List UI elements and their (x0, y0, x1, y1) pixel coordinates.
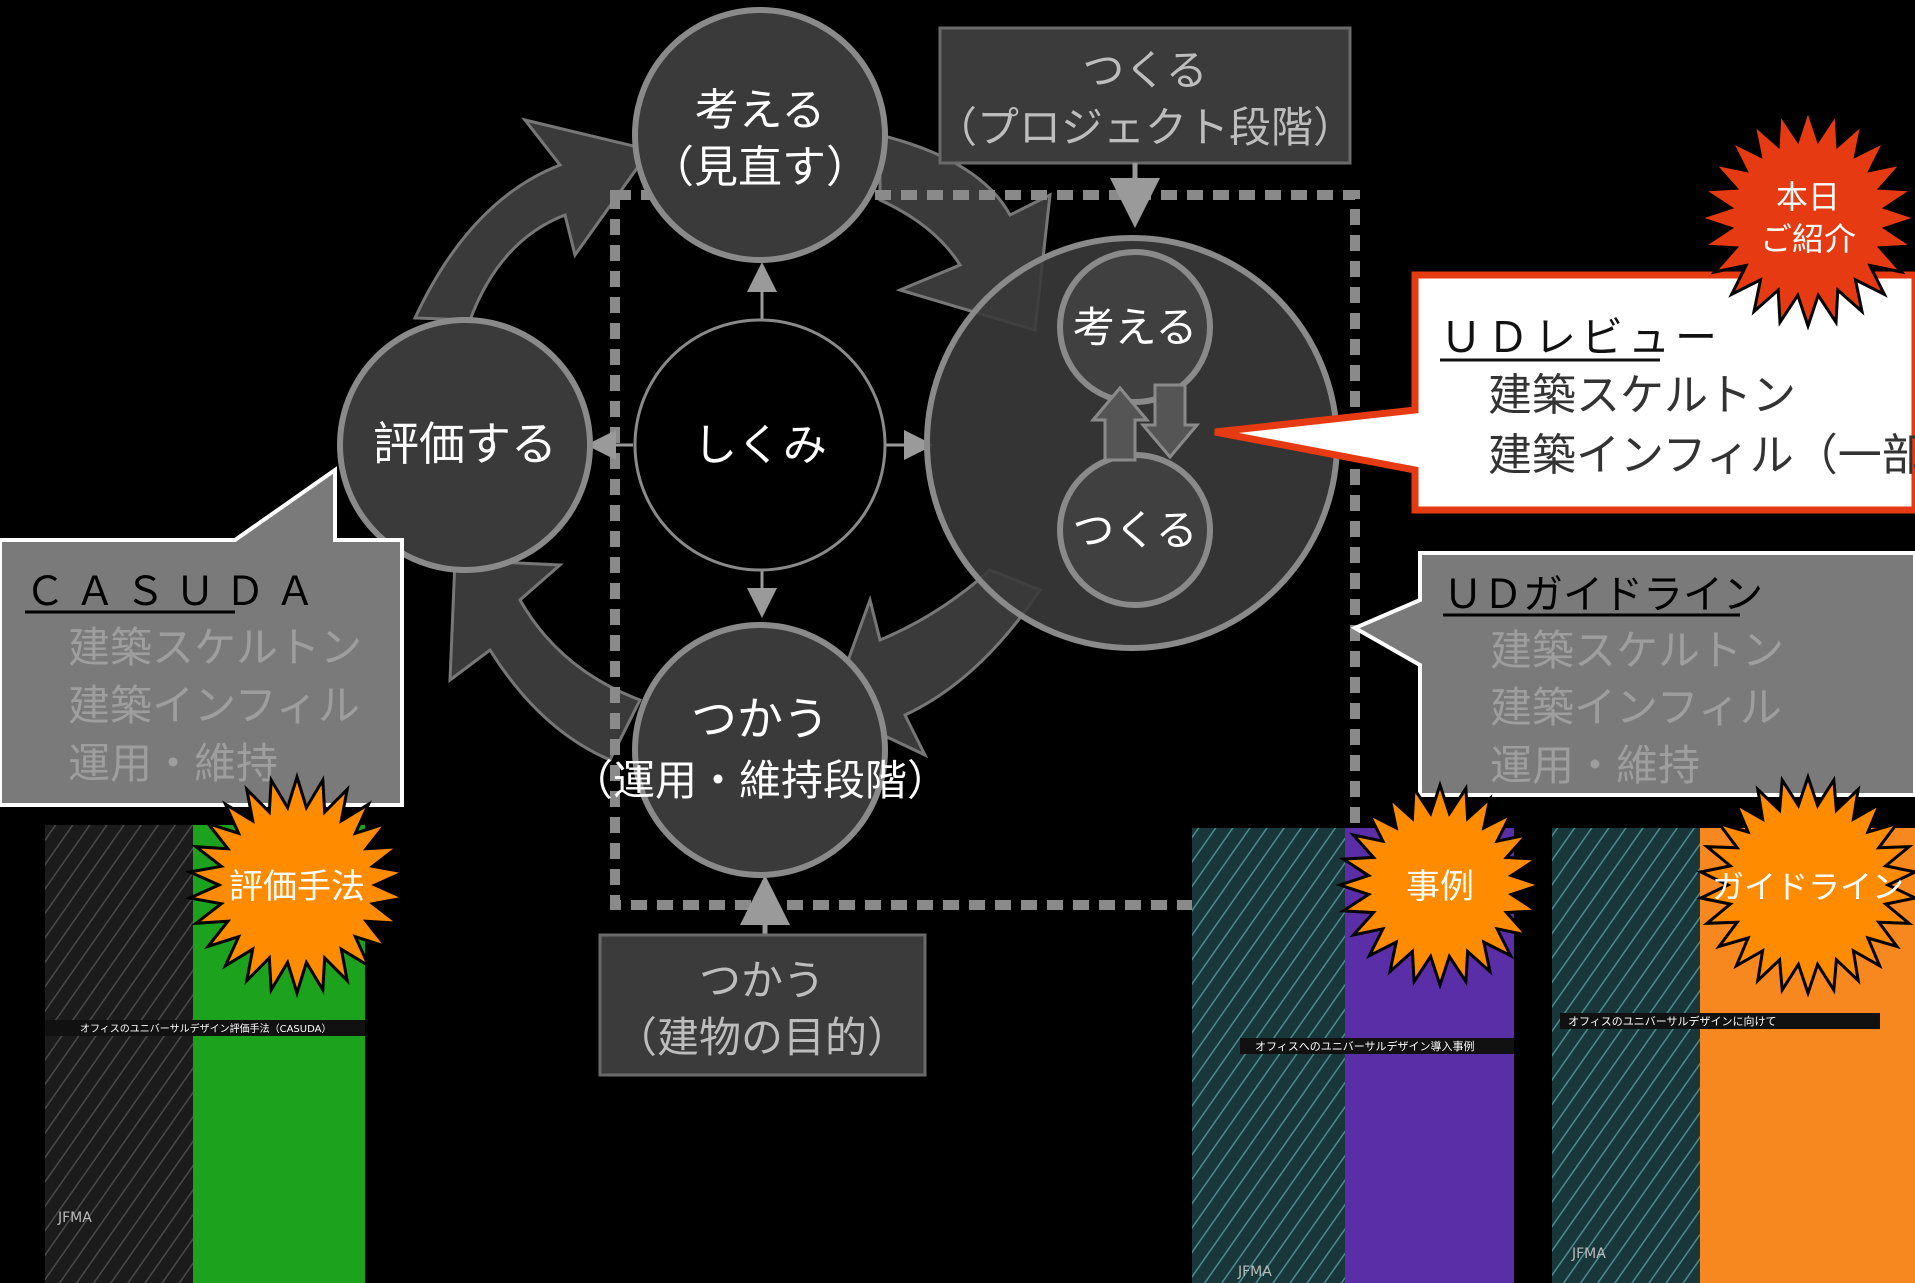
node-make-think-label: 考える (1073, 303, 1198, 352)
casuda-item-1: 建築スケルトン (68, 623, 362, 672)
ud-guideline-item-2: 建築インフィル (1490, 683, 1782, 732)
badge-guideline: ガイドライン (1696, 772, 1915, 998)
bottom-label-line2: （建物の目的） (615, 1013, 909, 1062)
node-think-review: 考える （見直す） (632, 7, 888, 263)
top-label-line2: （プロジェクト段階） (935, 103, 1355, 152)
casuda-item-3: 運用・維持 (68, 739, 278, 788)
node-think-review-line1: 考える (695, 85, 826, 136)
callout-ud-guideline: ＵＤガイドライン 建築スケルトン 建築インフィル 運用・維持 (1350, 551, 1915, 797)
book-guide-publisher: JFMA (1571, 1246, 1606, 1262)
callout-ud-review: ＵＤレビュー 建築スケルトン 建築インフィル（一部） (1214, 271, 1915, 514)
badge-case-label: 事例 (1406, 867, 1474, 907)
ud-review-item-2: 建築インフィル（一部） (1488, 430, 1915, 481)
node-center: しくみ (633, 318, 887, 572)
book-guide-title: オフィスのユニバーサルデザインに向けて (1568, 1014, 1777, 1028)
project-boundary (610, 190, 1360, 910)
casuda-title: ＣＡＳＵＤＡ (25, 569, 325, 615)
badge-today-line1: 本日 (1776, 178, 1840, 216)
node-evaluate-label: 評価する (373, 417, 557, 471)
bottom-label-box: つかう （建物の目的） (598, 875, 927, 1077)
node-use-operation: つかう （運用・維持段階） (571, 622, 949, 878)
node-use-line2: （運用・維持段階） (571, 756, 949, 805)
bottom-label-line1: つかう (699, 956, 825, 1005)
ud-guideline-item-1: 建築スケルトン (1490, 626, 1784, 675)
badge-case: 事例 (1335, 780, 1545, 990)
up-arrow-icon (1089, 385, 1151, 462)
node-think-review-line2: （見直す） (650, 142, 870, 193)
badge-method-label: 評価手法 (229, 867, 365, 907)
badge-today-line2: ご紹介 (1760, 220, 1856, 258)
book-casuda-publisher: JFMA (57, 1210, 92, 1226)
book-cases-title: オフィスへのユニバーサルデザイン導入事例 (1255, 1039, 1475, 1053)
top-label-line1: つくる (1082, 46, 1207, 95)
node-center-label: しくみ (693, 420, 827, 471)
ud-guideline-item-3: 運用・維持 (1490, 741, 1700, 790)
down-arrow-icon (1139, 383, 1201, 460)
ud-review-item-1: 建築スケルトン (1488, 370, 1796, 421)
casuda-item-2: 建築インフィル (68, 681, 360, 730)
node-make-think-circle (1057, 249, 1213, 405)
top-label-box: つくる （プロジェクト段階） (935, 26, 1355, 228)
book-cases-publisher: JFMA (1237, 1264, 1272, 1280)
cycle-arrow-left-to-top (412, 117, 653, 322)
badge-method: 評価手法 (184, 771, 410, 999)
node-use-line1: つかう (691, 692, 829, 746)
ud-review-title: ＵＤレビュー (1440, 313, 1722, 362)
callout-casuda: ＣＡＳＵＤＡ 建築スケルトン 建築インフィル 運用・維持 (0, 466, 404, 807)
center-connectors (586, 262, 934, 618)
ud-guideline-title: ＵＤガイドライン (1443, 572, 1763, 618)
badge-guideline-label: ガイドライン (1712, 868, 1904, 906)
node-make-big: 考える つくる (924, 235, 1340, 651)
badge-today: 本日 ご紹介 (1695, 105, 1915, 331)
node-evaluate: 評価する (337, 317, 593, 573)
book-casuda-title: オフィスのユニバーサルデザイン評価手法（CASUDA） (80, 1022, 331, 1035)
node-make-make-label: つくる (1072, 506, 1197, 555)
